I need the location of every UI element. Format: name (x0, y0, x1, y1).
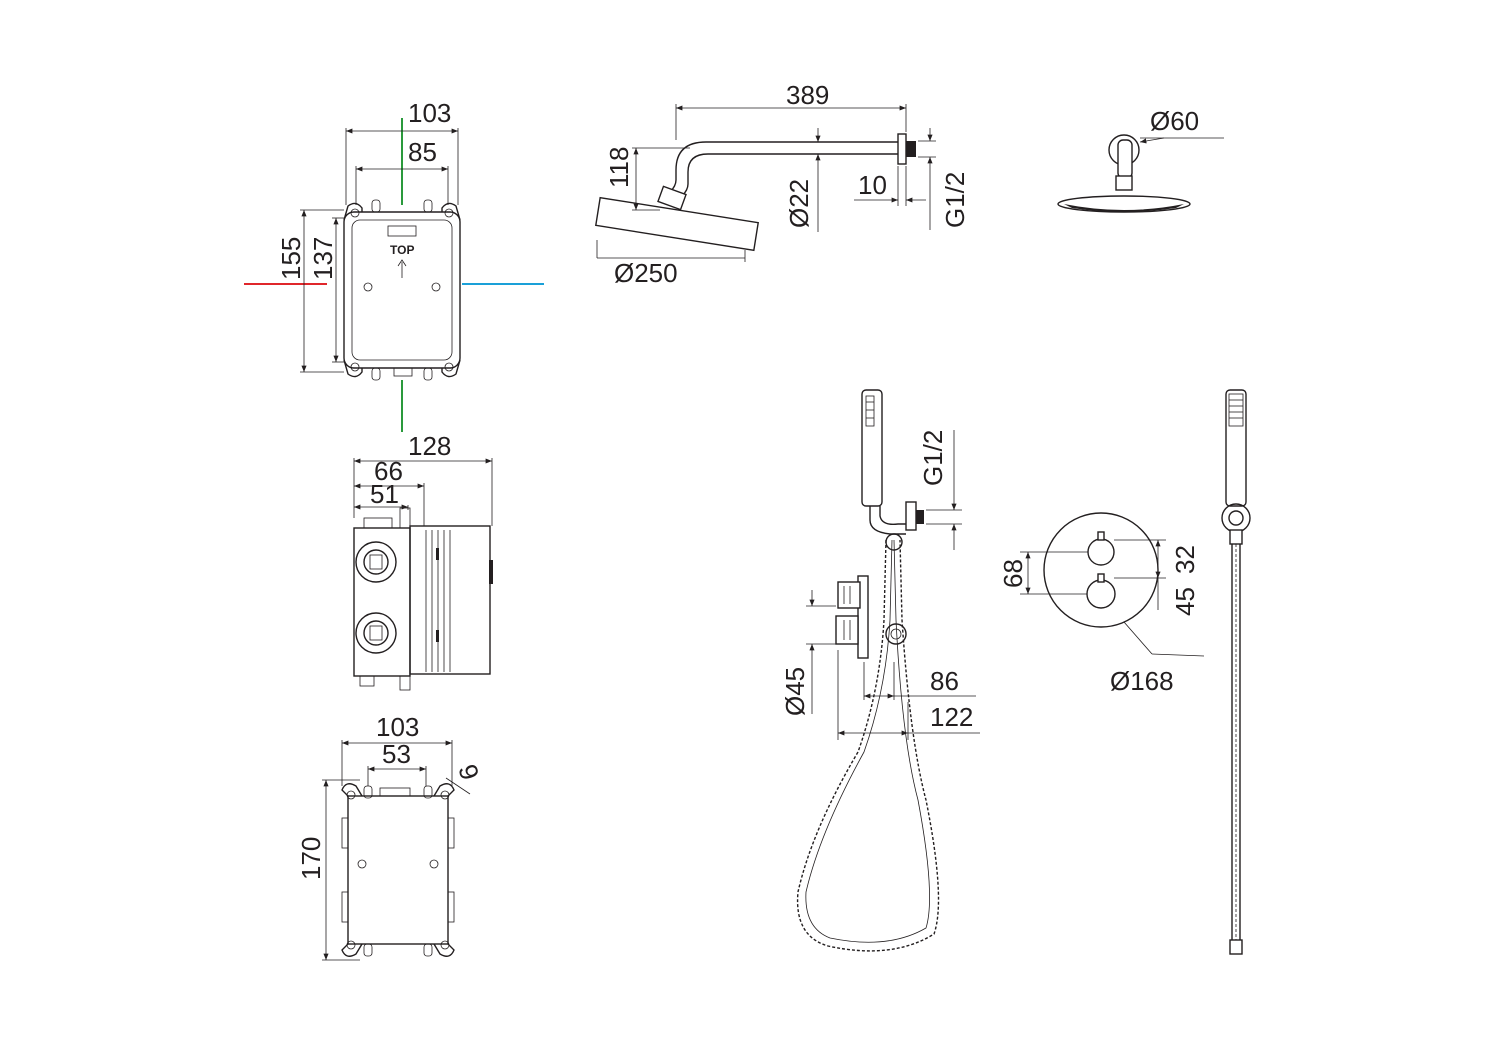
dim-projection-small: 86 (930, 666, 959, 696)
inlet-port-bottom (355, 612, 397, 654)
dim-arm-diameter: Ø22 (784, 179, 814, 228)
dim-head-diameter: Ø250 (614, 258, 678, 288)
dim-side-depth-mid: 66 (374, 456, 403, 486)
dim-hand-thread: G1/2 (918, 430, 948, 486)
shower-head-front-view: Ø60 (1057, 106, 1224, 213)
dim-box-width-outer: 103 (408, 98, 451, 128)
dim-back-spacing: 53 (382, 739, 411, 769)
side-body (353, 527, 411, 677)
dim-back-offset: 9 (452, 761, 485, 784)
box-front-view: TOP 103 85 155 137 (244, 98, 544, 432)
cooling-fins (425, 530, 493, 672)
dim-offset-upper: 32 (1170, 545, 1200, 574)
dim-side-depth-front: 51 (370, 479, 399, 509)
box-body (343, 211, 461, 369)
back-body (347, 795, 449, 945)
dim-handle-diameter: Ø45 (780, 667, 810, 716)
hand-shower-front-view (1221, 389, 1251, 955)
dim-drop: 118 (604, 147, 634, 188)
dim-projection-large: 122 (930, 702, 973, 732)
back-ears (341, 783, 455, 957)
dim-offset-lower: 45 (1170, 587, 1200, 616)
dim-back-width: 103 (376, 712, 419, 742)
hand-shower-front (1225, 389, 1247, 507)
dim-head-thread: G1/2 (940, 172, 970, 228)
dim-flange: 10 (858, 170, 887, 200)
shower-head-side-view: 389 118 Ø22 10 G1/2 Ø250 (594, 80, 970, 288)
knob-top (1087, 538, 1115, 566)
head-plate (594, 196, 760, 252)
dim-flange-diameter: Ø60 (1150, 106, 1199, 136)
dim-arm-length: 389 (786, 80, 829, 110)
cover-plate (1043, 512, 1159, 628)
box-side-view: 128 66 51 (353, 431, 493, 691)
hand-shower (861, 389, 883, 507)
dim-back-height: 170 (296, 837, 326, 880)
shower-arm (669, 141, 898, 193)
thermostat-plate-front-view: 68 45 32 Ø168 (998, 512, 1205, 696)
head-disc (1057, 195, 1191, 213)
dim-knob-spacing: 68 (998, 559, 1028, 588)
hose (796, 539, 940, 952)
inlet-port-top (355, 541, 397, 583)
mounting-ears (343, 199, 461, 381)
knob-bottom (1086, 579, 1116, 609)
box-back-view: 103 53 9 170 (296, 712, 485, 961)
dim-plate-diameter: Ø168 (1110, 666, 1174, 696)
top-label: TOP (390, 243, 414, 257)
dim-box-width-inner: 85 (408, 137, 437, 167)
dim-box-height-outer: 155 (276, 237, 306, 280)
dim-box-height-inner: 137 (308, 237, 338, 280)
dim-side-depth-total: 128 (408, 431, 451, 461)
hand-shower-side-view: G1/2 Ø45 86 122 (780, 389, 980, 952)
